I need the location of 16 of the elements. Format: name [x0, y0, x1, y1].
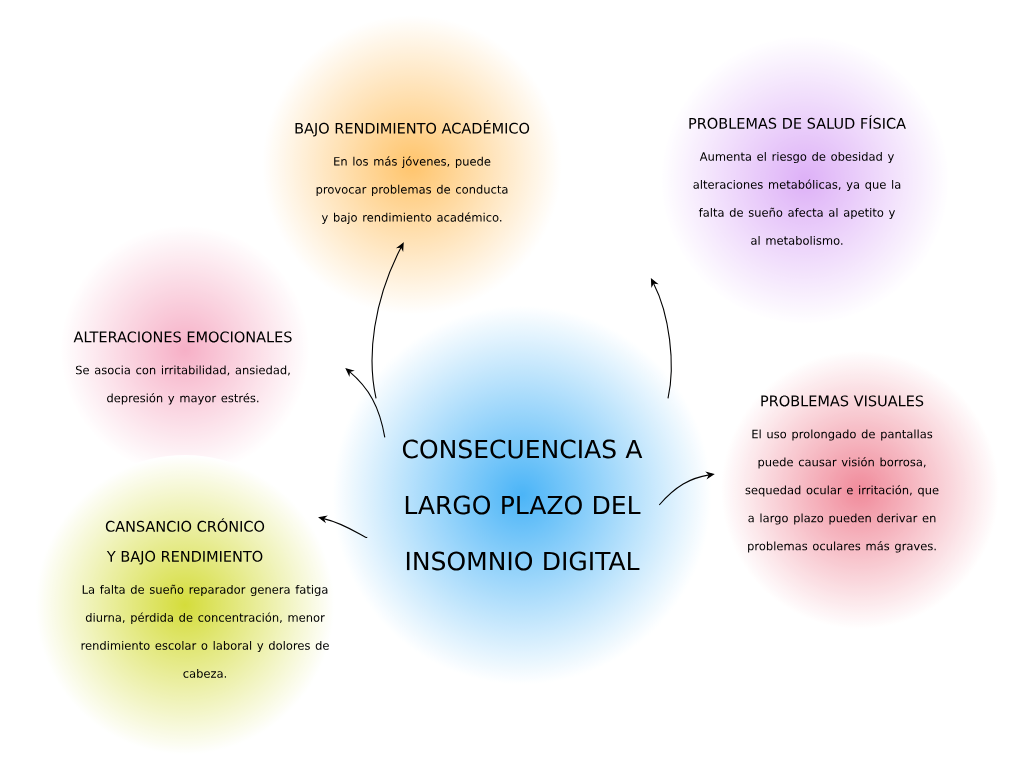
description: En los más jóvenes, puede provocar problemas de conducta y bajo rendimiento académico.: [316, 156, 508, 224]
curved-arrow: [658, 471, 715, 506]
curved-arrow: [318, 515, 368, 539]
description: La falta de sueño reparador genera fatiga diurna, pérdida de concentración, menor rendimiento escolar o laboral y dolores de cabeza.: [81, 584, 329, 678]
description: Aumenta el riesgo de obesidad y alteraciones metabólicas, ya que la falta de sueño afecta al apetito y al metabolismo.: [693, 151, 901, 245]
description: Se asocia con irritabilidad, ansiedad, depresión y mayor estrés.: [75, 365, 290, 405]
heading: CANSANCIO CRÓNICO Y BAJO RENDIMIENTO: [105, 518, 265, 565]
heading: PROBLEMAS VISUALES: [761, 395, 924, 407]
title-text: CONSECUENCIAS A LARGO PLAZO DEL INSOMNIO DIGITAL: [402, 439, 643, 571]
curved-arrow: [345, 368, 386, 438]
heading: ALTERACIONES EMOCIONALES: [73, 331, 292, 343]
curved-arrow: [650, 278, 672, 399]
heading: BAJO RENDIMIENTO ACADÉMICO: [295, 120, 530, 137]
heading: PROBLEMAS DE SALUD FÍSICA: [689, 115, 906, 129]
curved-arrow: [371, 242, 404, 399]
description: El uso prolongado de pantallas puede causar visión borrosa, sequedad ocular e irritación, que a largo plazo pueden derivar en problemas oculares más graves.: [745, 429, 939, 553]
